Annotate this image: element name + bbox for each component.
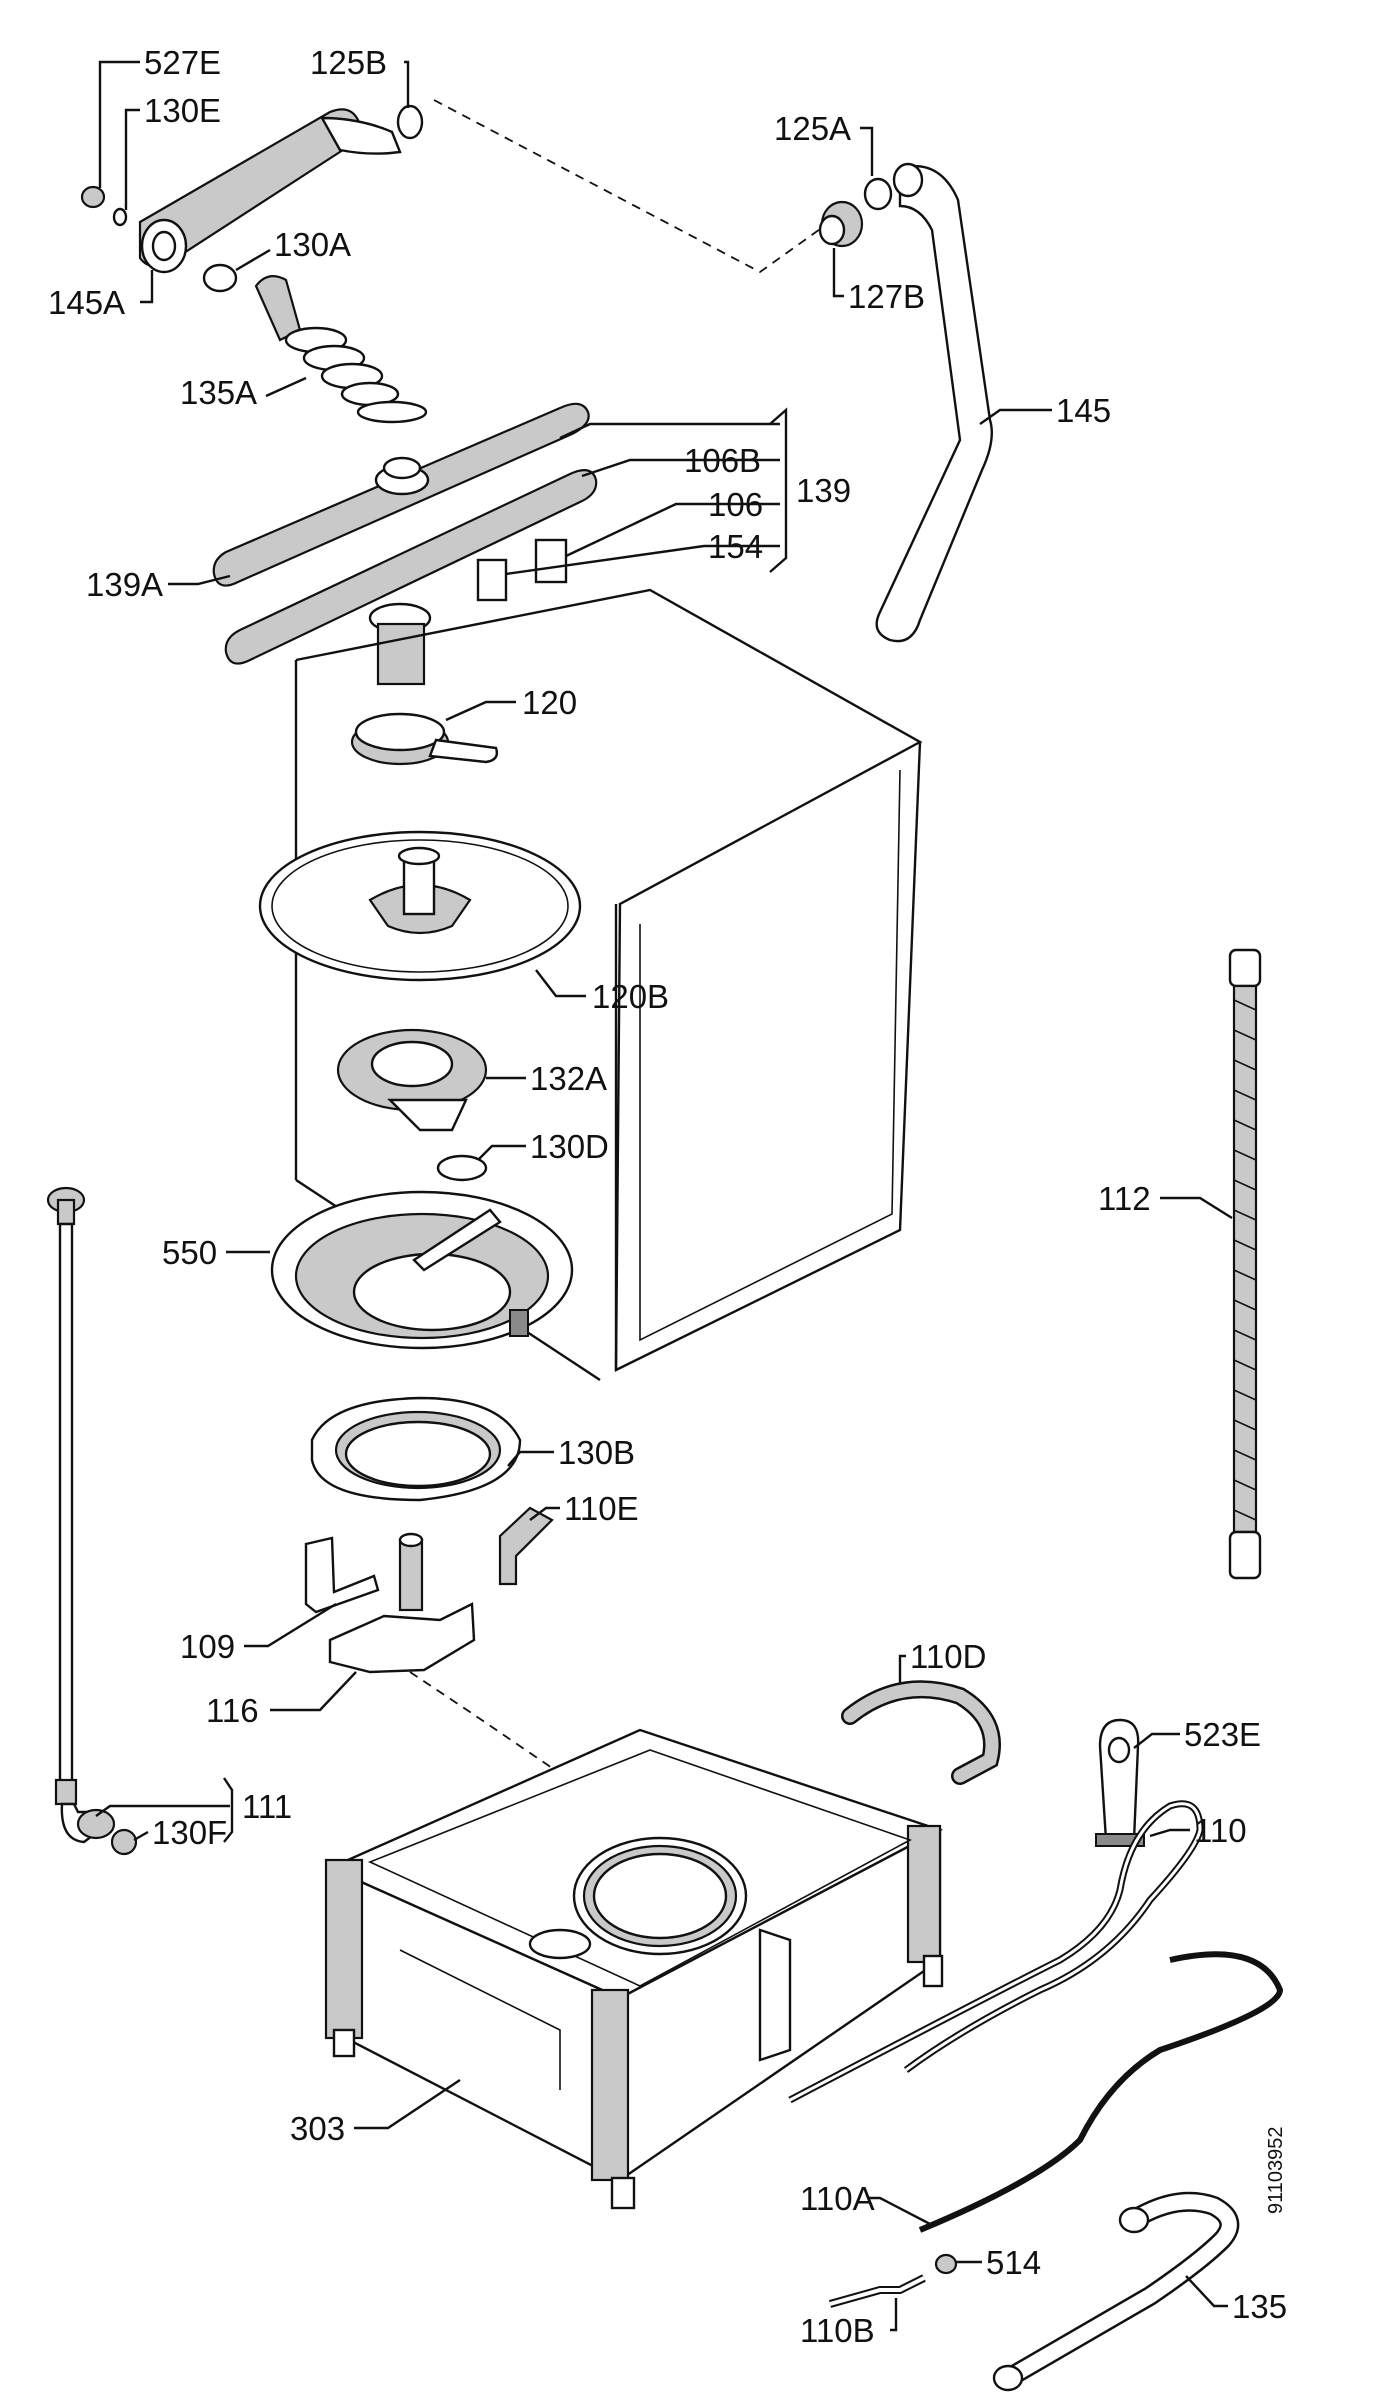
label-130E: 130E bbox=[144, 92, 221, 129]
part-523E-bracket bbox=[1095, 1718, 1145, 1847]
part-303-base-frame bbox=[324, 1728, 944, 2210]
label-106B: 106B bbox=[684, 442, 761, 479]
part-spindle bbox=[368, 602, 432, 686]
part-550-sump bbox=[270, 1190, 574, 1350]
label-139: 139 bbox=[796, 472, 851, 509]
label-303: 303 bbox=[290, 2110, 345, 2147]
label-125A: 125A bbox=[774, 110, 851, 147]
label-145: 145 bbox=[1056, 392, 1111, 429]
label-523E: 523E bbox=[1184, 1716, 1261, 1753]
part-130B-gasket bbox=[310, 1396, 522, 1502]
label-145A: 145A bbox=[48, 284, 125, 321]
part-106-clip bbox=[534, 538, 568, 584]
part-139A-spray-arm bbox=[212, 402, 598, 665]
part-154-clip bbox=[476, 558, 508, 602]
part-110D-hose bbox=[841, 1680, 1001, 1785]
label-130F: 130F bbox=[152, 1814, 227, 1851]
callout-labels: 527E 125B 130E 130A 145A 135A 125A 127B … bbox=[48, 44, 1287, 2349]
part-111-inlet-hose bbox=[46, 1186, 138, 1856]
part-109-bracket bbox=[304, 1536, 380, 1614]
label-154: 154 bbox=[708, 528, 763, 565]
label-110E: 110E bbox=[564, 1490, 639, 1527]
label-110B: 110B bbox=[800, 2312, 875, 2349]
part-120-nut bbox=[350, 712, 499, 766]
label-111: 111 bbox=[242, 1788, 292, 1825]
label-550: 550 bbox=[162, 1234, 217, 1271]
part-135A-bellows bbox=[254, 275, 428, 424]
part-135-hose bbox=[992, 2191, 1240, 2392]
part-125A-seal bbox=[863, 177, 893, 211]
part-110B-tube bbox=[828, 2274, 926, 2308]
label-110: 110 bbox=[1194, 1812, 1247, 1849]
label-132A: 132A bbox=[530, 1060, 607, 1097]
label-106: 106 bbox=[708, 486, 763, 523]
label-127B: 127B bbox=[848, 278, 925, 315]
label-125B: 125B bbox=[310, 44, 387, 81]
label-112: 112 bbox=[1098, 1180, 1151, 1217]
label-130A: 130A bbox=[274, 226, 351, 263]
part-120B-filter-plate bbox=[258, 830, 582, 982]
part-145-riser-tube bbox=[875, 162, 993, 643]
part-116-valve bbox=[328, 1532, 476, 1674]
part-110E-clip bbox=[498, 1506, 554, 1586]
label-135A: 135A bbox=[180, 374, 257, 411]
leader-lines bbox=[95, 60, 1233, 2332]
part-527E-nut bbox=[80, 185, 106, 209]
label-110A: 110A bbox=[800, 2180, 875, 2217]
label-139A: 139A bbox=[86, 566, 163, 603]
label-120: 120 bbox=[522, 684, 577, 721]
label-514: 514 bbox=[986, 2244, 1041, 2281]
part-112-braided-hose bbox=[1228, 948, 1262, 1580]
part-110A-tube bbox=[918, 1951, 1284, 2233]
label-120B: 120B bbox=[592, 978, 669, 1015]
part-132A-filter-housing bbox=[336, 1028, 488, 1132]
part-125B-seal bbox=[396, 104, 424, 140]
part-514-nut bbox=[934, 2253, 958, 2275]
label-116: 116 bbox=[206, 1692, 259, 1729]
label-130B: 130B bbox=[558, 1434, 635, 1471]
label-130D: 130D bbox=[530, 1128, 609, 1165]
label-527E: 527E bbox=[144, 44, 221, 81]
drawing-code: 91103952 bbox=[1265, 2127, 1287, 2215]
part-130E-ring bbox=[112, 207, 128, 227]
part-127B-fitting bbox=[818, 200, 864, 248]
part-130D-oring bbox=[436, 1154, 488, 1182]
part-130A-oring bbox=[202, 263, 238, 293]
label-110D: 110D bbox=[910, 1638, 986, 1675]
label-109: 109 bbox=[180, 1628, 235, 1665]
part-110-drain-cord bbox=[788, 1800, 1204, 2104]
label-135: 135 bbox=[1232, 2288, 1287, 2325]
part-145A-upper-spray-tube bbox=[138, 108, 402, 274]
